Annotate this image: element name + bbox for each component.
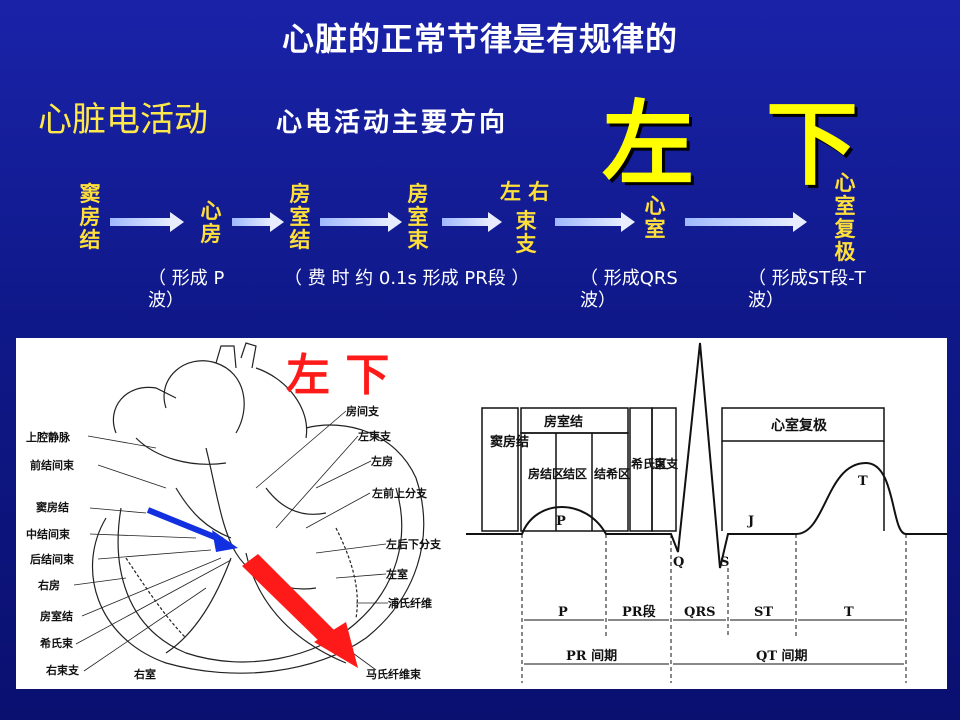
- subtitle-main-direction: 心电活动主要方向: [276, 108, 509, 138]
- label-interatrial: 房间支: [346, 404, 380, 418]
- node-av-node: 房 室 结: [289, 182, 311, 252]
- label-anterior-internodal: 前结间束: [30, 458, 75, 472]
- flow-arrow-4: [442, 212, 502, 232]
- label-middle-internodal: 中结间束: [26, 527, 71, 541]
- note-qrs-wave: （ 形成QRS 波）: [580, 268, 678, 311]
- label-sa-node: 窦房结: [36, 500, 69, 514]
- ecg-box-his-region: 希氏区: [630, 456, 667, 471]
- label-svc: 上腔静脉: [26, 430, 71, 444]
- subtitle-cardiac-activity: 心脏电活动: [38, 100, 208, 140]
- segment-t: T: [844, 605, 854, 620]
- interval-pr: PR 间期: [566, 648, 617, 664]
- wave-label-s: S: [720, 555, 729, 570]
- red-arrow: [242, 554, 358, 668]
- direction-big-text: 左 下: [602, 91, 879, 198]
- label-left-posterior-fascicle: 左后下分支: [385, 537, 442, 551]
- node-bundle-lr: 左 右: [500, 180, 550, 204]
- flow-arrow-5: [555, 212, 635, 232]
- label-right-atrium: 右房: [37, 578, 60, 592]
- flow-arrow-2: [232, 212, 284, 232]
- node-repolarization: 心 室 复 极: [834, 171, 856, 264]
- node-av-bundle: 房 室 束: [407, 182, 429, 252]
- label-left-ventricle: 左室: [385, 567, 408, 581]
- node-sinus: 窦 房 结: [79, 182, 101, 252]
- wave-label-q: Q: [673, 555, 684, 570]
- ecg-box-n-region: 结区: [563, 466, 587, 481]
- label-left-bundle: 左束支: [357, 429, 392, 443]
- ecg-box-ventricular-repol: 心室复极: [771, 417, 828, 434]
- segment-qrs: QRS: [684, 605, 716, 620]
- wave-label-p: P: [556, 514, 566, 529]
- segment-st: ST: [754, 605, 773, 620]
- node-bundle-branch: 束 支: [515, 209, 537, 256]
- node-ventricle: 心 室: [644, 194, 666, 241]
- label-left-anterior-fascicle: 左前上分支: [371, 486, 428, 500]
- page-title: 心脏的正常节律是有规律的: [281, 20, 678, 58]
- diagram-panel: 上腔静脉 前结间束 窦房结 中结间束 后结间束 右房 房室结 希氏束 右束支 房…: [16, 338, 947, 689]
- note-p-wave: （ 形成 P 波）: [148, 268, 225, 311]
- node-atrium: 心 房: [200, 199, 222, 246]
- wave-label-t: T: [858, 474, 868, 489]
- label-av-node: 房室结: [40, 609, 73, 623]
- ecg-box-an-region: 房结区: [528, 466, 564, 481]
- label-posterior-internodal: 后结间束: [30, 552, 75, 566]
- segment-p: P: [558, 605, 568, 620]
- label-mahaim: 马氏纤维束: [366, 667, 422, 681]
- label-his-bundle: 希氏束: [39, 636, 74, 650]
- ecg-box-nh-region: 结希区: [594, 466, 630, 481]
- diagram-svg: 上腔静脉 前结间束 窦房结 中结间束 后结间束 右房 房室结 希氏束 右束支 房…: [26, 342, 947, 683]
- note-pr-segment: （ 费 时 约 0.1s 形成 PR段 ）: [284, 268, 530, 289]
- label-right-bundle: 右束支: [45, 663, 80, 677]
- note-st-t-wave: （ 形成ST段-T 波）: [748, 268, 866, 311]
- label-right-ventricle: 右室: [133, 667, 156, 681]
- label-purkinje: 浦氏纤维: [388, 596, 432, 610]
- label-left-atrium: 左房: [370, 454, 393, 468]
- ecg-box-sa-node: 窦房结: [490, 434, 529, 450]
- heart-drawing: [92, 342, 425, 674]
- flow-arrow-6: [685, 212, 807, 232]
- ecg-box-av-node: 房室结: [544, 414, 583, 430]
- flow-arrows: [110, 212, 807, 232]
- ecg-waveform: [466, 342, 947, 569]
- ecg-box-bundle-branch: 束支: [653, 456, 679, 471]
- wave-label-j: J: [747, 514, 754, 529]
- segment-pr: PR段: [622, 604, 656, 620]
- flow-arrow-3: [320, 212, 402, 232]
- ecg-segment-arrows: [524, 619, 904, 665]
- leader-lines: [73, 410, 388, 672]
- interval-qt: QT 间期: [756, 648, 808, 664]
- ecg-diagram: 窦房结 房室结 房结区 结区 结希区 希氏区 束支 心室复极 P Q S J T: [466, 342, 947, 683]
- flow-arrow-1: [110, 212, 184, 232]
- heart-direction-label: 左 下: [286, 350, 389, 401]
- ecg-guides: [521, 534, 907, 683]
- blue-arrow: [146, 507, 238, 552]
